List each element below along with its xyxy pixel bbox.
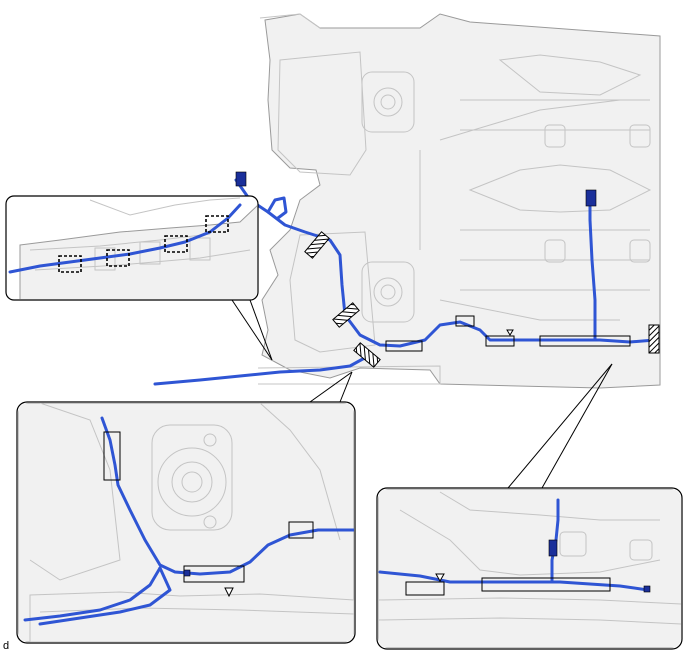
floor-rib-lower <box>439 299 620 321</box>
left-spare-well-edge <box>29 403 121 581</box>
rear-floor-rib <box>399 509 661 576</box>
spare-well-box <box>151 424 233 531</box>
connector-icon <box>585 189 597 207</box>
dashed-clip-box-icon <box>205 215 229 233</box>
spare-well-outer <box>157 447 227 517</box>
front-end-wire <box>266 196 288 220</box>
center-callout-wire <box>100 416 354 576</box>
callout-leader-rear <box>507 363 613 489</box>
clip-detail-callout <box>5 195 259 301</box>
clamp-box <box>485 335 515 347</box>
left-lower-well-outline <box>289 231 376 353</box>
callout-leader-clip <box>231 299 273 361</box>
hatched-tape-marker-icon <box>648 324 660 354</box>
rear-sill <box>378 597 681 605</box>
floor-ribs-grid <box>460 99 650 291</box>
rear-right-detail-callout <box>376 487 683 650</box>
callout-leader-clip <box>249 299 273 361</box>
center-callout-wire-lower <box>38 566 172 626</box>
callout-leader-center <box>339 371 353 403</box>
mount-hole <box>203 515 217 529</box>
top-trim-edge <box>259 13 321 29</box>
hatched-tape-marker-icon <box>353 342 381 368</box>
rear-bracket <box>544 124 566 148</box>
rear-bracket <box>629 124 651 148</box>
dashed-clip-box-icon <box>106 249 130 267</box>
lower-spare-well <box>361 261 415 323</box>
spare-well-inner <box>171 461 213 503</box>
main-wire-harness <box>234 178 657 348</box>
hatched-tape-marker-icon <box>332 302 360 328</box>
left-spare-well-outline <box>277 51 367 176</box>
connector-icon <box>183 569 191 577</box>
panel-step <box>189 237 211 261</box>
clamp-box <box>288 521 314 539</box>
mount-hole <box>203 433 217 447</box>
upper-spare-well <box>361 71 415 133</box>
rear-bracket-detail <box>559 531 587 557</box>
floor-panel-detail <box>18 403 354 642</box>
rear-bracket <box>629 239 651 263</box>
clamp-box <box>405 581 445 596</box>
right-floor-rib <box>259 403 341 541</box>
dashed-clip-box-icon <box>164 235 188 253</box>
connector-icon <box>235 171 247 187</box>
callout-leader-center <box>309 371 353 403</box>
left-end-wire <box>153 353 372 386</box>
clamp-box <box>481 577 611 592</box>
rear-callout-wire <box>378 570 650 592</box>
triangle-marker-icon <box>506 329 514 336</box>
center-callout-wire-branch <box>23 566 162 622</box>
rear-bracket <box>544 239 566 263</box>
center-detail-callout <box>16 401 356 644</box>
connector-icon <box>643 585 651 593</box>
bumper-cover-edge <box>89 197 241 216</box>
hatched-tape-marker-icon <box>304 231 330 259</box>
connector-icon <box>548 539 558 557</box>
triangle-marker-icon <box>224 587 234 598</box>
rear-bracket-detail <box>629 539 653 561</box>
clamp-box <box>539 335 631 347</box>
rear-sill-lower <box>378 617 681 625</box>
clip-callout-wire <box>8 203 242 274</box>
center-cross-member <box>468 164 652 213</box>
branch-wire-up <box>588 203 597 342</box>
spare-well-hub <box>181 471 203 493</box>
clamp-box <box>103 431 121 481</box>
figure-label: d <box>3 640 10 652</box>
vehicle-floor-panel <box>261 13 661 389</box>
clamp-box <box>385 340 423 352</box>
rear-cross-member <box>498 54 642 96</box>
lower-sill <box>29 591 354 642</box>
dashed-clip-box-icon <box>58 255 82 273</box>
rear-floor-detail <box>378 489 681 648</box>
triangle-marker-icon <box>435 573 445 583</box>
clamp-box <box>455 315 475 327</box>
rear-floor-rib <box>439 491 660 521</box>
callout-leader-rear <box>541 363 613 489</box>
panel-rib <box>29 233 211 251</box>
main-underbody-view <box>153 13 661 489</box>
